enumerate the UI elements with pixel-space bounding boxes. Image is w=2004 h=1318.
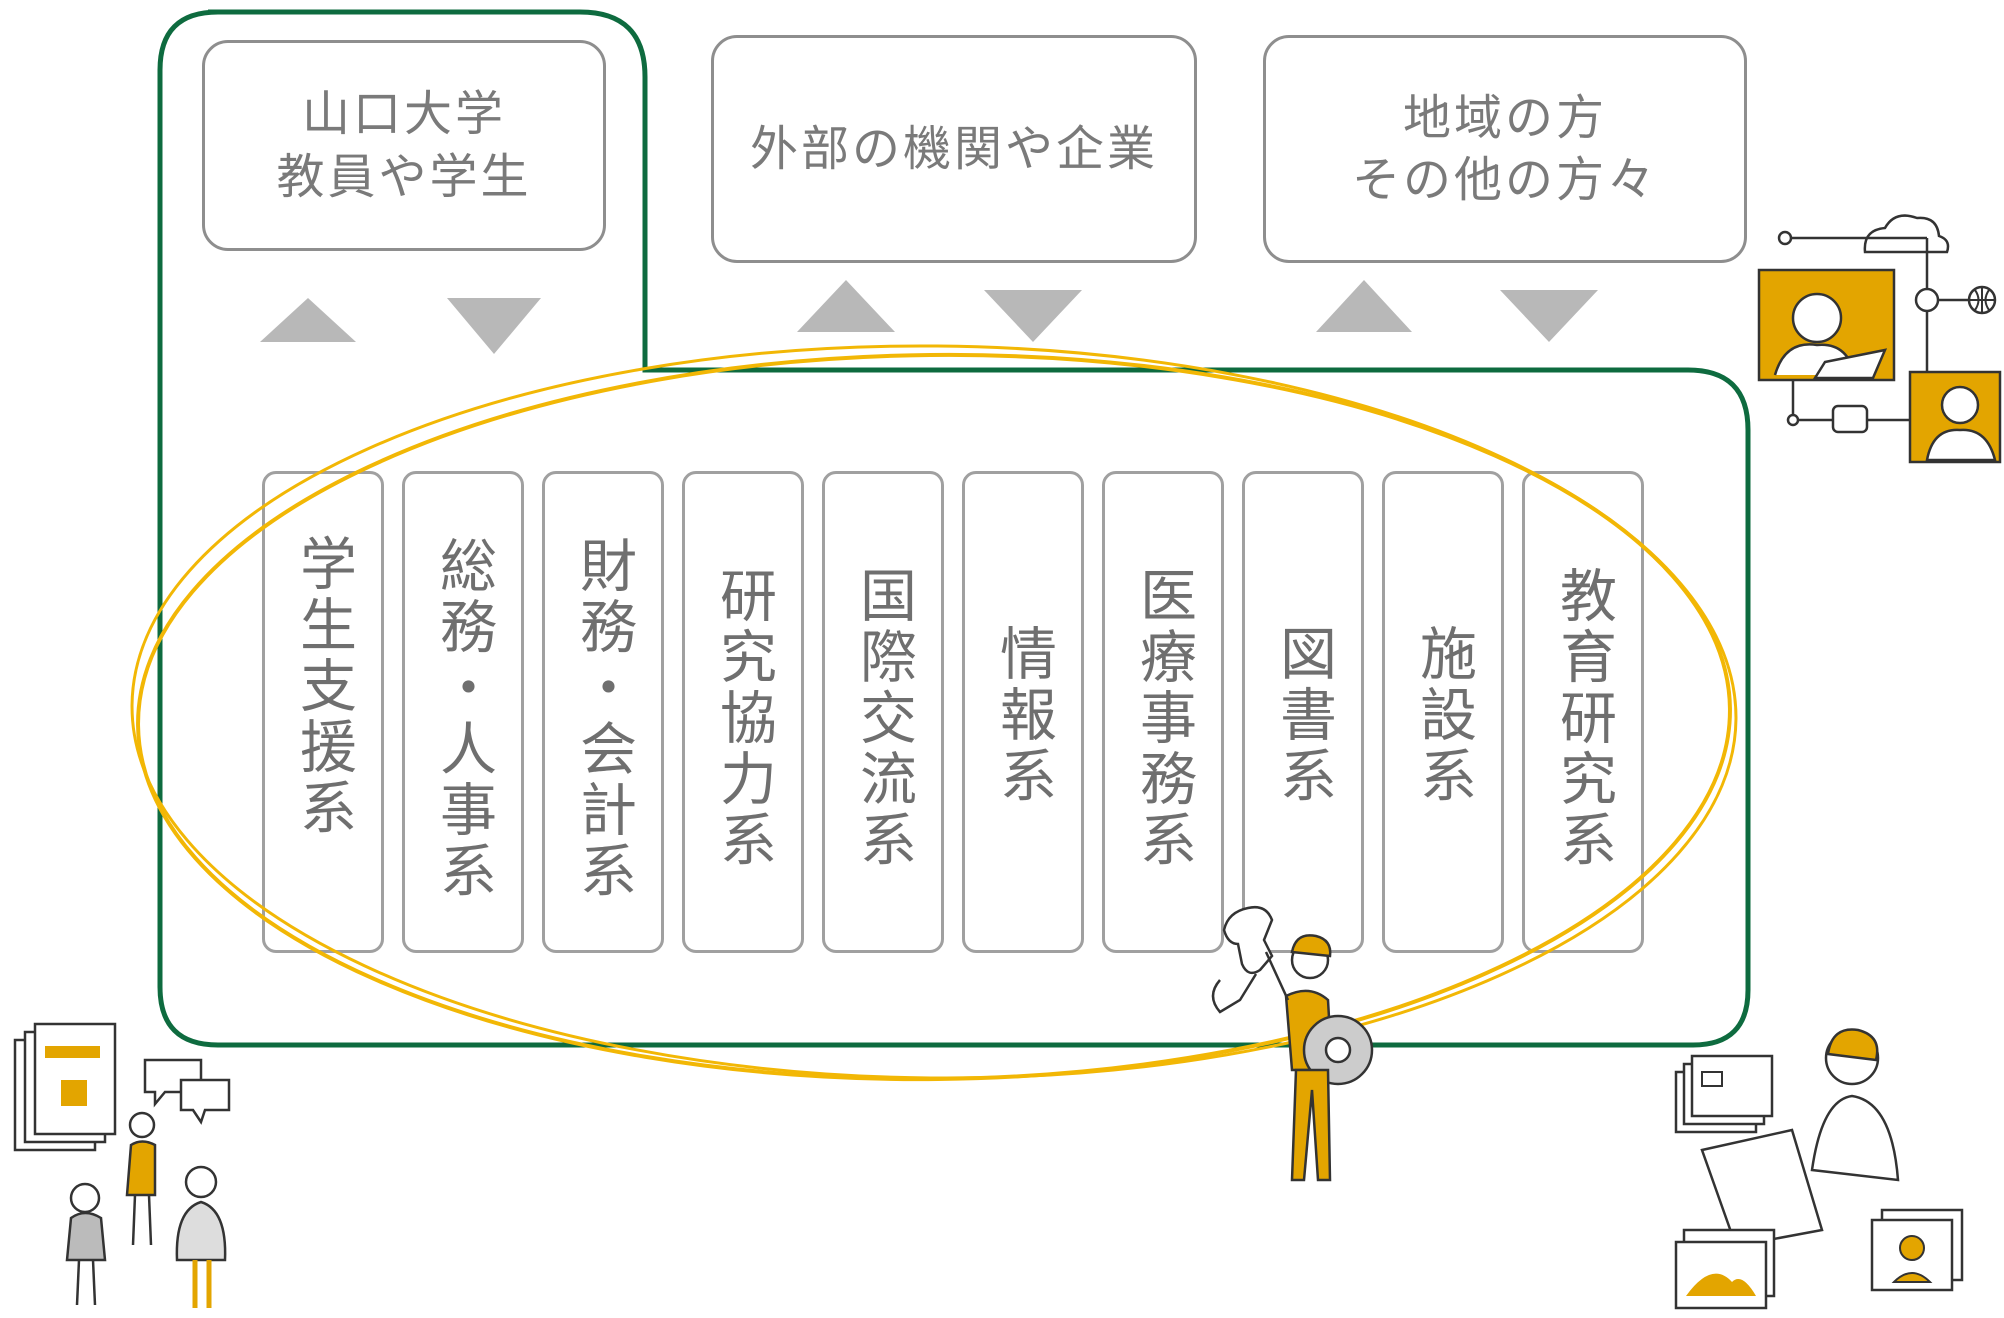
stakeholder-university: 山口大学 教員や学生 (202, 40, 606, 251)
department-label: 図書系 (1270, 624, 1337, 807)
department-column: 情報系 (962, 471, 1084, 953)
department-column: 教育研究系 (1522, 471, 1644, 953)
arrow-up-icon (797, 280, 895, 332)
department-column: 医療事務系 (1102, 471, 1224, 953)
arrow-down-icon (447, 298, 541, 354)
computer-user-illustration (1674, 1028, 1964, 1310)
department-column: 国際交流系 (822, 471, 944, 953)
arrow-up-icon (260, 298, 356, 342)
department-column: 図書系 (1242, 471, 1364, 953)
stakeholder-university-line1: 山口大学 (301, 86, 506, 143)
department-column: 総務・人事系 (402, 471, 524, 953)
department-label: 総務・人事系 (430, 536, 497, 902)
department-label: 情報系 (990, 624, 1057, 807)
arrow-down-icon (1500, 290, 1598, 342)
arrow-up-icon (1316, 280, 1412, 332)
stakeholder-external: 外部の機関や企業 (711, 35, 1197, 263)
stakeholder-external-line1: 外部の機関や企業 (749, 120, 1158, 177)
department-label: 学生支援系 (290, 534, 357, 839)
stakeholder-community: 地域の方 その他の方々 (1263, 35, 1747, 263)
stakeholder-community-line1: 地域の方 (1402, 89, 1607, 146)
department-column: 施設系 (1382, 471, 1504, 953)
department-column: 財務・会計系 (542, 471, 664, 953)
people-discussion-illustration (13, 1022, 231, 1308)
arrow-down-icon (984, 290, 1082, 342)
department-label: 国際交流系 (850, 566, 917, 871)
stakeholder-community-line2: その他の方々 (1351, 152, 1658, 208)
department-column: 学生支援系 (262, 471, 384, 953)
stakeholder-university-line2: 教員や学生 (276, 148, 532, 205)
department-label: 研究協力系 (710, 566, 777, 871)
online-meeting-illustration (1757, 214, 2002, 464)
worker-wrench-illustration (1211, 906, 1374, 1182)
department-label: 施設系 (1410, 624, 1477, 807)
department-label: 教育研究系 (1550, 566, 1617, 871)
department-label: 財務・会計系 (570, 536, 637, 902)
department-label: 医療事務系 (1130, 566, 1197, 871)
department-column: 研究協力系 (682, 471, 804, 953)
